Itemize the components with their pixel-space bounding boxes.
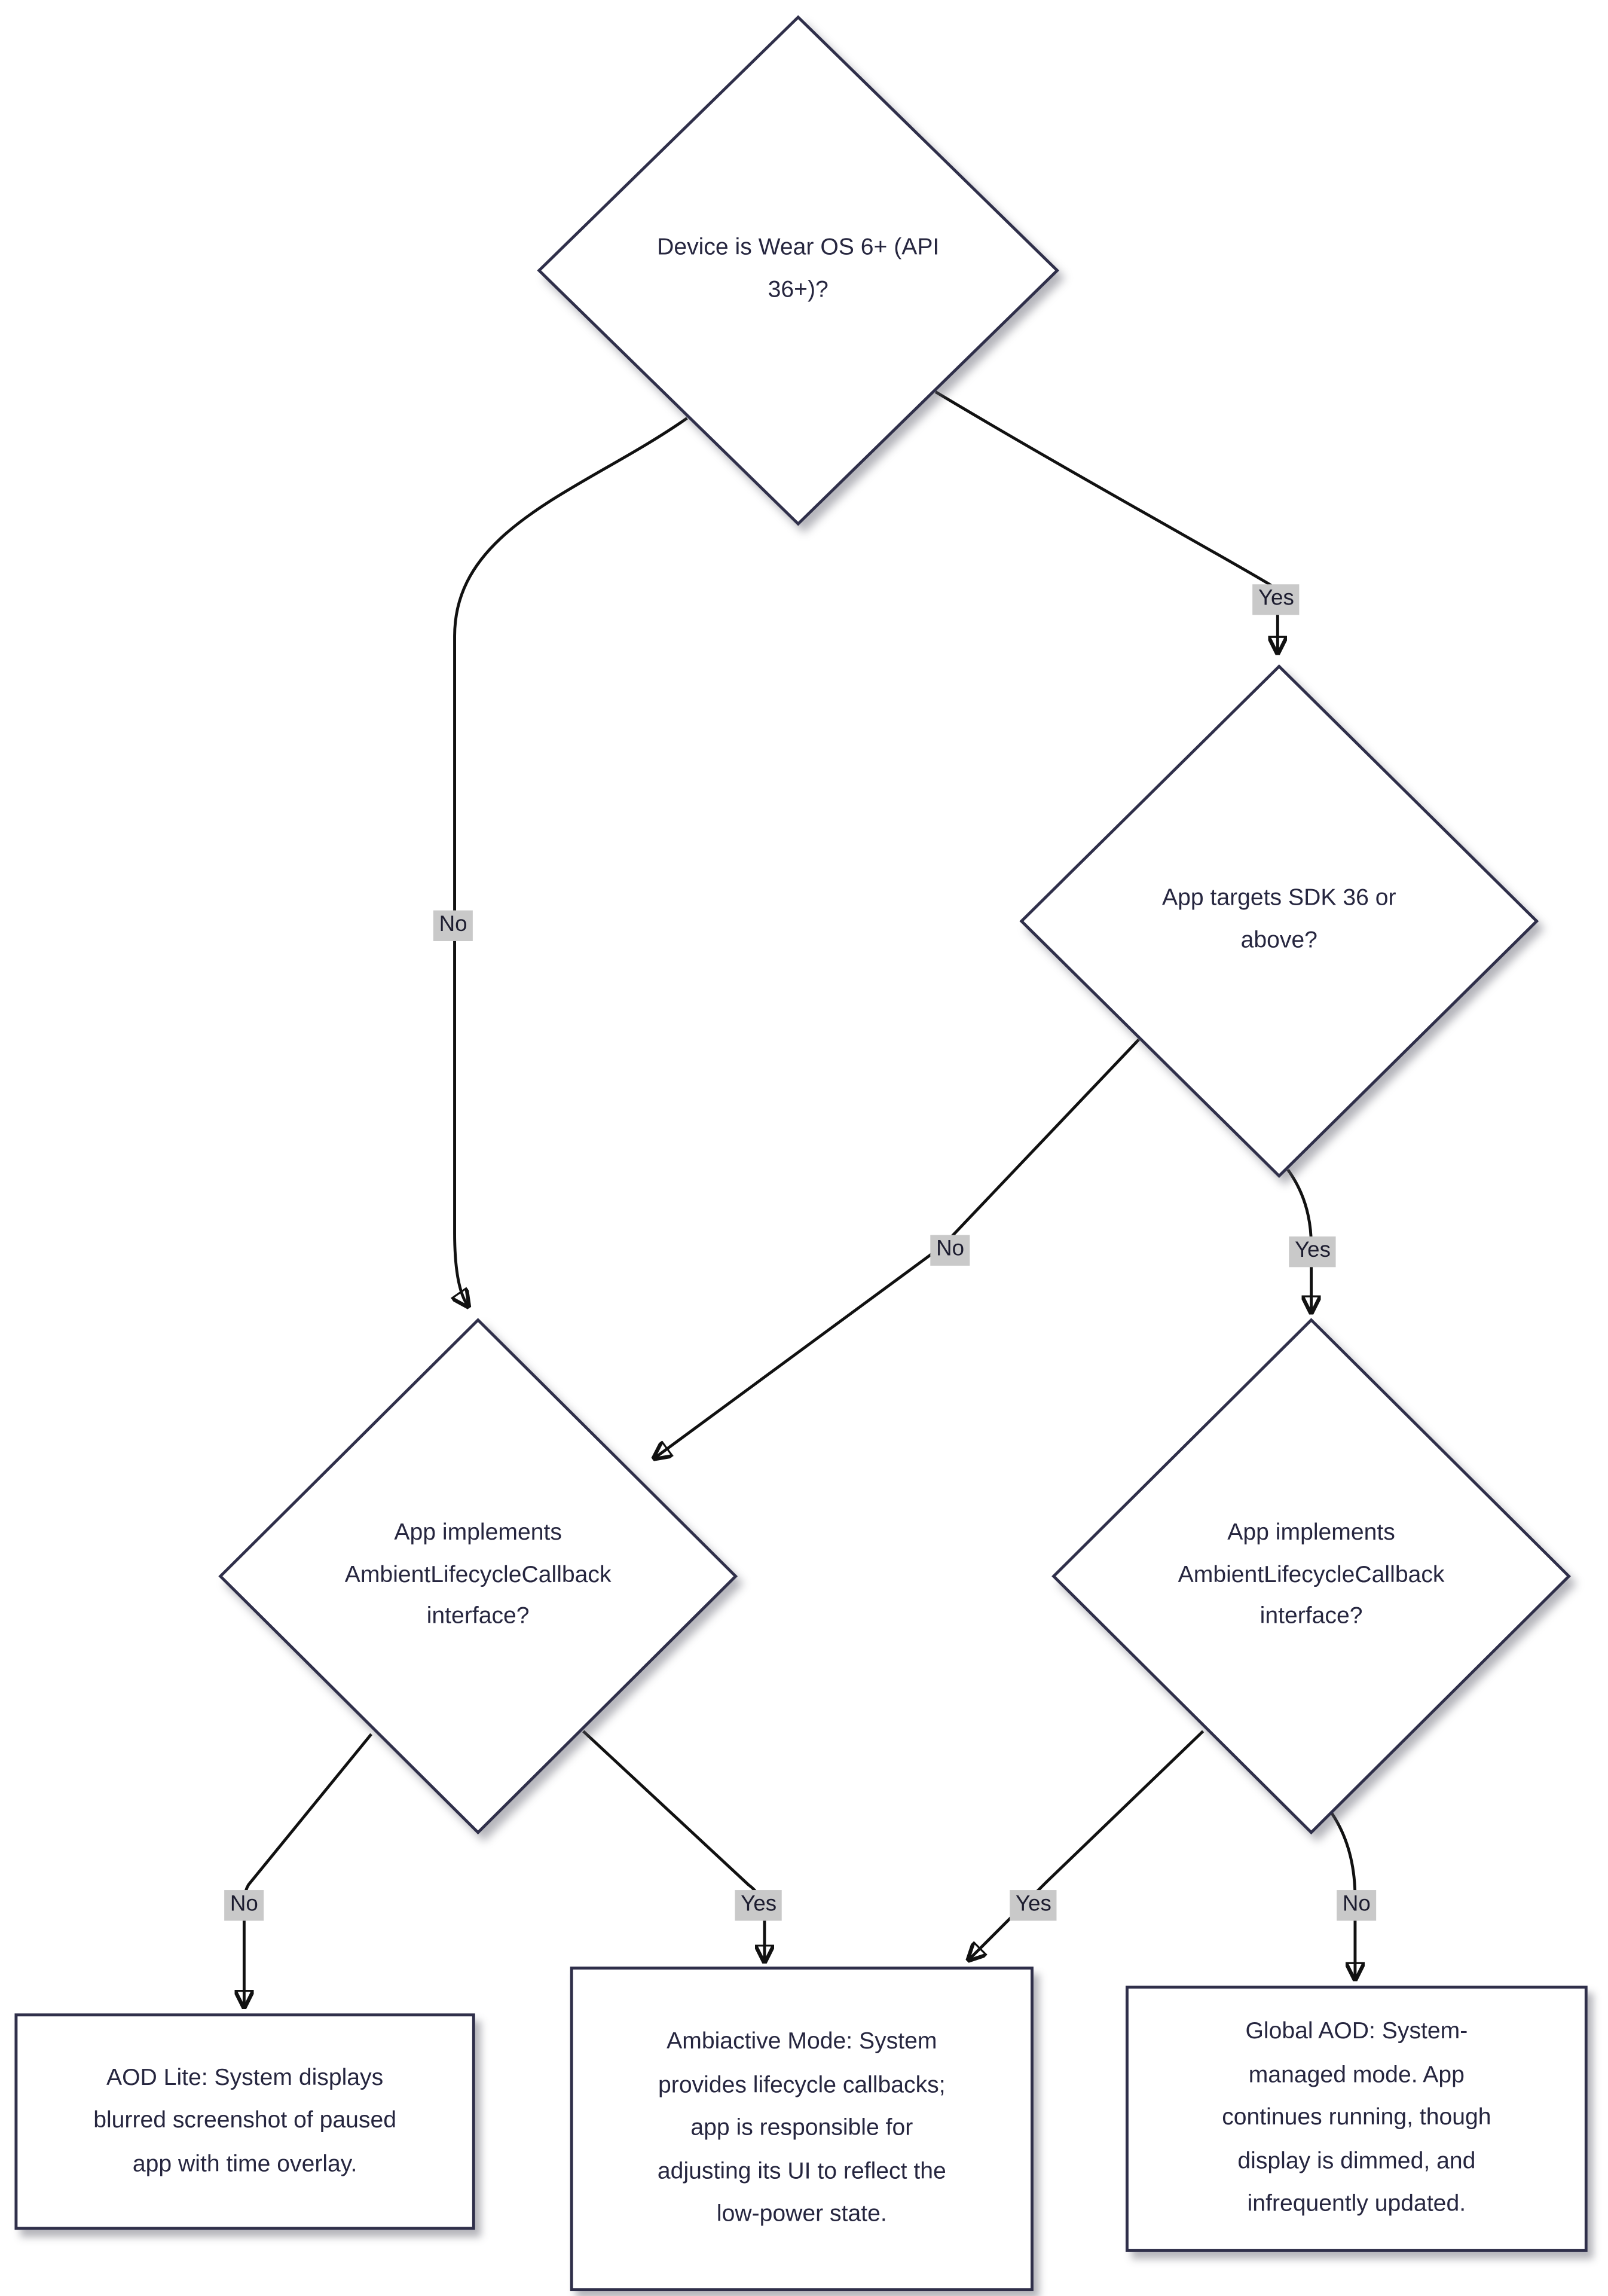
result-global-aod: Global AOD: System-managed mode. App con… xyxy=(1125,1985,1588,2252)
edge-label-device-no: No xyxy=(433,910,473,941)
edge-label-device-yes: Yes xyxy=(1252,584,1300,615)
diamond-shape xyxy=(218,1317,738,1835)
edge-label-sdk-yes: Yes xyxy=(1289,1236,1337,1267)
diamond-shape xyxy=(536,14,1059,526)
edge-label-left-no: No xyxy=(224,1890,264,1921)
decision-targets-sdk36: App targets SDK 36 or above? xyxy=(1019,664,1539,1178)
decision-ambient-callback-right: App implements AmbientLifecycleCallback … xyxy=(1051,1317,1572,1835)
decision-targets-sdk36-text: App targets SDK 36 or above? xyxy=(1162,886,1396,954)
edge-label-left-yes: Yes xyxy=(735,1890,782,1921)
edge-label-right-yes: Yes xyxy=(1010,1890,1057,1921)
result-aod-lite: AOD Lite: System displays blurred screen… xyxy=(14,2013,475,2230)
decision-ambient-callback-right-label: App implements AmbientLifecycleCallback … xyxy=(1051,1317,1572,1835)
decision-targets-sdk36-label: App targets SDK 36 or above? xyxy=(1019,664,1539,1178)
edge-label-right-no: No xyxy=(1337,1890,1377,1921)
edge-label-sdk-no: No xyxy=(930,1235,970,1266)
edge-device-no xyxy=(455,417,688,1305)
result-global-aod-text: Global AOD: System-managed mode. App con… xyxy=(1222,2019,1491,2218)
decision-device-wear-os-label: Device is Wear OS 6+ (API 36+)? xyxy=(536,14,1059,526)
diamond-shape xyxy=(1051,1317,1572,1835)
result-aod-lite-text: AOD Lite: System displays blurred screen… xyxy=(93,2065,397,2177)
decision-ambient-callback-left-text: App implements AmbientLifecycleCallback … xyxy=(344,1520,612,1630)
decision-device-wear-os: Device is Wear OS 6+ (API 36+)? xyxy=(536,14,1059,526)
result-ambiactive-mode: Ambiactive Mode: System provides lifecyc… xyxy=(570,1967,1034,2292)
result-ambiactive-mode-text: Ambiactive Mode: System provides lifecyc… xyxy=(657,2029,946,2228)
decision-device-wear-os-text: Device is Wear OS 6+ (API 36+)? xyxy=(657,236,940,303)
decision-ambient-callback-left-label: App implements AmbientLifecycleCallback … xyxy=(218,1317,738,1835)
decision-ambient-callback-left: App implements AmbientLifecycleCallback … xyxy=(218,1317,738,1835)
diamond-shape xyxy=(1019,664,1539,1178)
decision-ambient-callback-right-text: App implements AmbientLifecycleCallback … xyxy=(1178,1520,1445,1630)
